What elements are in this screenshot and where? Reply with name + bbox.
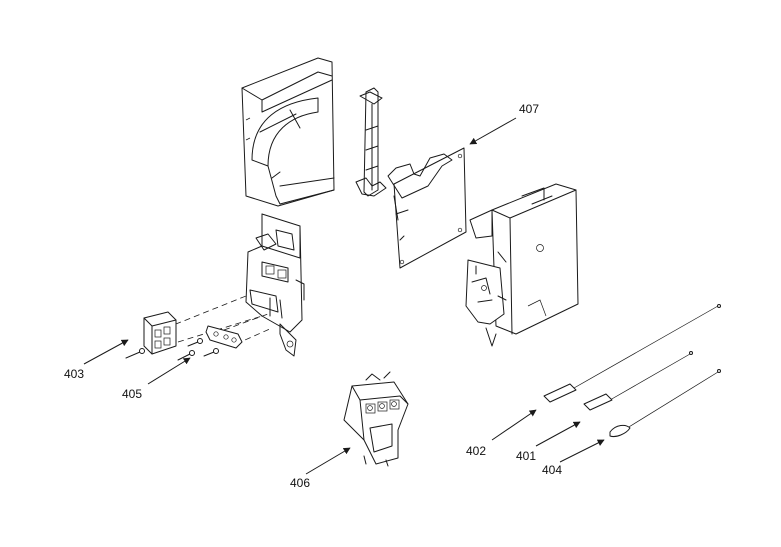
arrow-402 [491, 409, 537, 441]
callout-407: 407 [519, 102, 539, 116]
callout-402: 402 [466, 444, 486, 458]
terminal-block-403 [143, 311, 177, 355]
callout-404: 404 [542, 463, 562, 477]
arrow-407 [469, 117, 517, 145]
electrical-box [465, 183, 579, 347]
sensor-402 [543, 304, 721, 403]
callout-406: 406 [290, 476, 310, 490]
sensor-401 [583, 351, 693, 411]
vertical-bracket [355, 87, 387, 197]
terminal-strip-405 [205, 325, 243, 349]
leader-arrows [83, 117, 605, 475]
callout-401: 401 [516, 449, 536, 463]
sensor-404 [609, 369, 721, 437]
pcb-holder-406 [343, 371, 409, 467]
screws [125, 338, 219, 361]
casing-shell [241, 57, 335, 207]
callout-403: 403 [64, 367, 84, 381]
arrow-405 [147, 357, 191, 385]
arrow-403 [83, 339, 129, 365]
terminal-assembly [245, 213, 305, 357]
arrow-406 [305, 447, 351, 475]
arrow-401 [535, 421, 581, 447]
control-board-407 [387, 147, 467, 269]
arrow-404 [559, 439, 605, 463]
callout-405: 405 [122, 387, 142, 401]
